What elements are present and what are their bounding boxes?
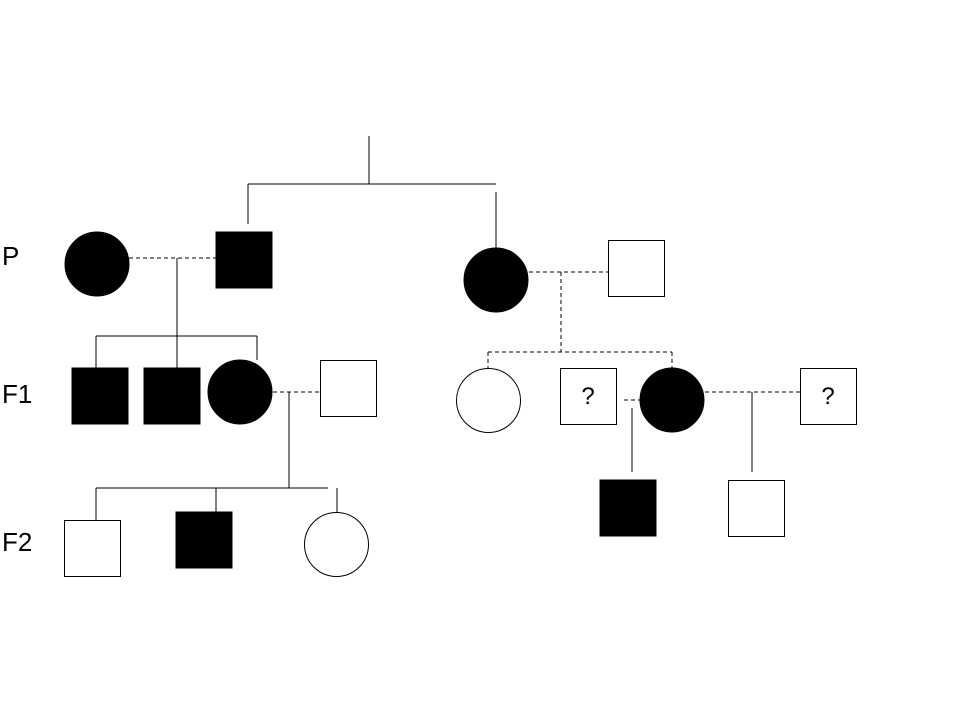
male-unaffected-symbol	[320, 360, 377, 417]
generation-label-f1: F1	[2, 379, 32, 409]
male-unaffected-symbol	[64, 520, 121, 577]
female-affected-symbol	[639, 367, 705, 433]
male-affected-symbol	[175, 511, 233, 569]
male-affected-symbol	[143, 367, 201, 425]
male-affected-symbol	[71, 367, 129, 425]
male-unaffected-symbol	[608, 240, 665, 297]
female-unaffected-symbol	[304, 512, 369, 577]
female-affected-symbol	[207, 359, 273, 425]
relationship-lines	[95, 136, 800, 520]
male-affected-symbol	[599, 479, 657, 537]
generation-label-f2: F2	[2, 527, 32, 557]
male-unknown-symbol	[560, 368, 617, 425]
female-affected-symbol	[463, 247, 529, 313]
female-affected-symbol	[64, 231, 130, 297]
male-unaffected-symbol	[728, 480, 785, 537]
male-unknown-symbol	[800, 368, 857, 425]
unknown-mark: ?	[821, 383, 834, 410]
female-unaffected-symbol	[456, 368, 521, 433]
generation-label-p: P	[2, 241, 19, 271]
unknown-mark: ?	[581, 383, 594, 410]
male-affected-symbol	[215, 231, 273, 289]
